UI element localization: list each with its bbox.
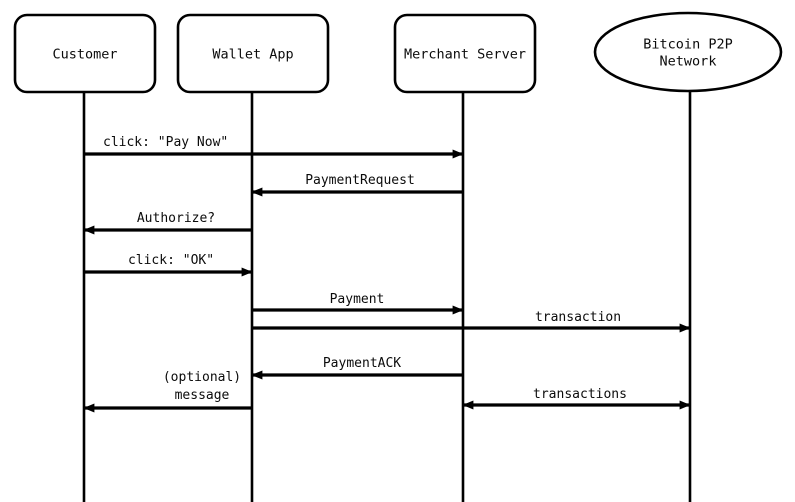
- participant-shape-ellipse-bitcoin: [593, 11, 783, 93]
- msg-payment-ack[interactable]: PaymentACK: [251, 356, 463, 380]
- participant-customer[interactable]: Customer: [13, 13, 157, 94]
- msg-authorize[interactable]: Authorize?: [83, 211, 252, 235]
- messages-layer: click: "Pay Now" PaymentRequestAuthorize?…: [83, 135, 691, 413]
- participants-layer: Customer Wallet App Merchant Server Bitcoin…: [13, 11, 783, 94]
- msg-transaction[interactable]: transaction: [252, 310, 691, 333]
- participant-label-merchant: Merchant Server: [404, 47, 526, 63]
- participant-merchant[interactable]: Merchant Server: [393, 13, 537, 94]
- msg-payment-request[interactable]: PaymentRequest: [251, 173, 463, 197]
- participant-wallet[interactable]: Wallet App: [176, 13, 330, 94]
- message-label: click: "Pay Now": [103, 135, 228, 150]
- message-label: transactions: [533, 387, 627, 402]
- msg-click-ok[interactable]: click: "OK": [84, 253, 253, 277]
- participant-shape-box-wallet: [176, 13, 330, 94]
- message-label: PaymentACK: [323, 356, 401, 371]
- participant-shape-box-customer: [13, 13, 157, 94]
- participant-label-wallet: Wallet App: [212, 47, 293, 63]
- participant-shape-box-merchant: [393, 13, 537, 94]
- participant-label-customer: Customer: [52, 47, 117, 63]
- message-label: PaymentRequest: [305, 173, 415, 188]
- message-label: Authorize?: [137, 211, 215, 226]
- msg-payment[interactable]: Payment: [252, 292, 464, 315]
- message-label: click: "OK": [128, 253, 214, 268]
- msg-click-pay-now[interactable]: click: "Pay Now": [84, 135, 464, 159]
- lifelines-layer: [82, 91, 692, 502]
- message-label: (optional)message: [163, 370, 241, 403]
- msg-transactions[interactable]: transactions: [462, 387, 691, 410]
- msg-optional-message[interactable]: (optional)message: [83, 370, 252, 413]
- message-label: Payment: [330, 292, 385, 307]
- message-label: transaction: [535, 310, 621, 325]
